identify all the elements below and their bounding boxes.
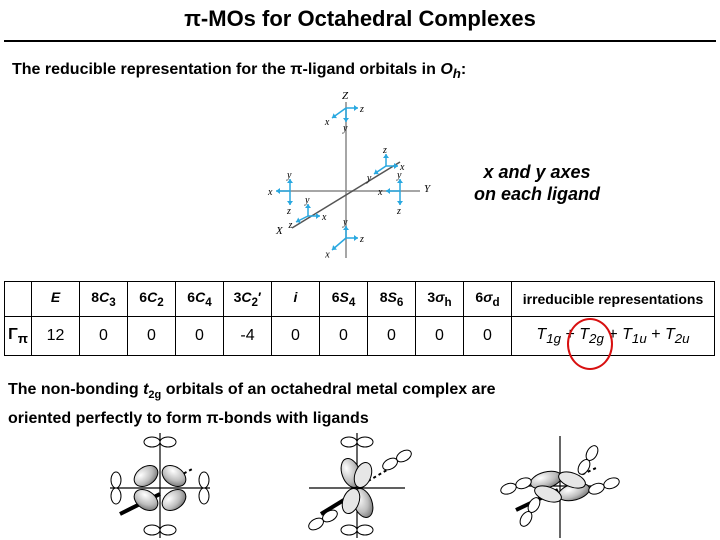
character-table: E 8C3 6C2 6C4 3C2′ i 6S4 8S6 3σh 6σd irr…	[4, 281, 715, 356]
axis-label-Z: Z	[342, 90, 349, 102]
page-title: π-MOs for Octahedral Complexes	[184, 6, 536, 31]
ligand-arrow-head	[397, 179, 403, 183]
character-cell: 0	[367, 316, 416, 356]
ligand-arrow-head	[276, 188, 280, 194]
t2g-orbital-xy	[110, 433, 210, 538]
axes-note-line1: x and y axes	[483, 162, 591, 182]
title-divider	[4, 40, 716, 42]
ligand-arrow-head	[343, 226, 349, 230]
ligand-axis-label-x: x	[377, 187, 383, 198]
ligand-axis-label-x: x	[399, 162, 405, 173]
axes-note-line2: on each ligand	[473, 184, 601, 204]
ligand-arrow-head	[354, 105, 358, 111]
class-cell: 6C2	[127, 281, 176, 317]
point-group-subscript: h	[452, 66, 461, 82]
character-cell: 0	[415, 316, 464, 356]
ligand-arrow-head	[374, 169, 379, 175]
x-axis-line	[291, 161, 401, 229]
ligand-arrow-head	[287, 179, 293, 183]
character-cell: 0	[319, 316, 368, 356]
t2g-note-line2: oriented perfectly to form π-bonds with …	[8, 410, 369, 428]
ligand-axis-label-z: z	[288, 220, 293, 231]
ligand-arrow-head	[332, 113, 337, 119]
table-header-row: E 8C3 6C2 6C4 3C2′ i 6S4 8S6 3σh 6σd irr…	[4, 281, 715, 317]
character-cell: 12	[31, 316, 80, 356]
character-cell: -4	[223, 316, 272, 356]
ligand-arrow-head	[332, 245, 337, 250]
character-cell: 0	[271, 316, 320, 356]
ligand-arrow-head	[397, 201, 403, 205]
row-label-cell: Γπ	[4, 316, 32, 356]
ligand-axis-label-x: x	[321, 212, 327, 223]
ligand-arrow-head	[305, 204, 311, 208]
ligand-axis-label-z: z	[286, 206, 291, 217]
class-cell: 6S4	[319, 281, 368, 317]
ligand-arrow-head	[386, 188, 390, 194]
ligand-arrow-head	[354, 235, 358, 241]
reducible-representation-heading: The reducible representation for the π-l…	[12, 61, 466, 81]
t2g-note-line1: The non-bonding t2g orbitals of an octah…	[8, 381, 496, 402]
class-cell: 8S6	[367, 281, 416, 317]
subtitle-prefix: The reducible representation for the π-l…	[12, 61, 441, 78]
ligand-axis-label-z: z	[382, 145, 387, 156]
class-cell: 3C2′	[223, 281, 272, 317]
ligand-axis-label-y: y	[366, 173, 372, 184]
ligand-axis-label-x: x	[267, 187, 273, 198]
class-cell: E	[31, 281, 80, 317]
ligand-axis-label-z: z	[359, 104, 364, 115]
ligand-arrow-head	[383, 154, 389, 158]
ligand-axis-label-x: x	[324, 117, 330, 128]
subtitle-suffix: :	[460, 61, 467, 78]
ligand-arrow-head	[296, 217, 301, 223]
class-cell: 3σh	[415, 281, 464, 317]
character-cell: 0	[79, 316, 128, 356]
t2g-note: The non-bonding t2g orbitals of an octah…	[8, 378, 496, 431]
t2g-orbital-yz	[498, 436, 622, 538]
class-cell: i	[271, 281, 320, 317]
ligand-arrow-head	[287, 201, 293, 205]
t2g-orbital-drawings	[110, 433, 622, 538]
axis-label-Y: Y	[424, 183, 432, 195]
header-corner-cell	[4, 281, 32, 317]
class-cell: 8C3	[79, 281, 128, 317]
ligand-arrow-head	[316, 213, 320, 219]
ligand-arrow-head	[343, 118, 349, 122]
ligand-axis-label-z: z	[359, 234, 364, 245]
character-cell: 0	[127, 316, 176, 356]
ligand-axis-label-y: y	[396, 170, 402, 181]
gamma-pi-row: Γπ 12 0 0 0 -4 0 0 0 0 0 T1g + T2g + T1u…	[4, 316, 715, 356]
ligand-axis-label-y: y	[286, 170, 292, 181]
point-group-symbol: O	[440, 61, 453, 78]
t2g-highlight-circle	[567, 318, 613, 370]
ligand-axis-label-y: y	[342, 217, 348, 228]
ligand-arrow-head	[394, 163, 398, 169]
class-cell: 6σd	[463, 281, 512, 317]
irreducible-header-cell: irreducible representations	[511, 281, 715, 317]
axis-label-X: X	[275, 225, 284, 237]
character-cell: 0	[463, 316, 512, 356]
character-cell: 0	[175, 316, 224, 356]
class-cell: 6C4	[175, 281, 224, 317]
irreducible-sum-cell: T1g + T2g + T1u + T2u	[511, 316, 715, 356]
ligand-axis-label-y: y	[342, 123, 348, 134]
ligand-axis-label-x: x	[324, 249, 330, 260]
t2g-orbital-xz	[306, 433, 414, 538]
axes-note: x and y axes on each ligand	[452, 161, 622, 205]
ligand-axis-label-y: y	[304, 195, 310, 206]
ligand-axis-label-z: z	[396, 206, 401, 217]
